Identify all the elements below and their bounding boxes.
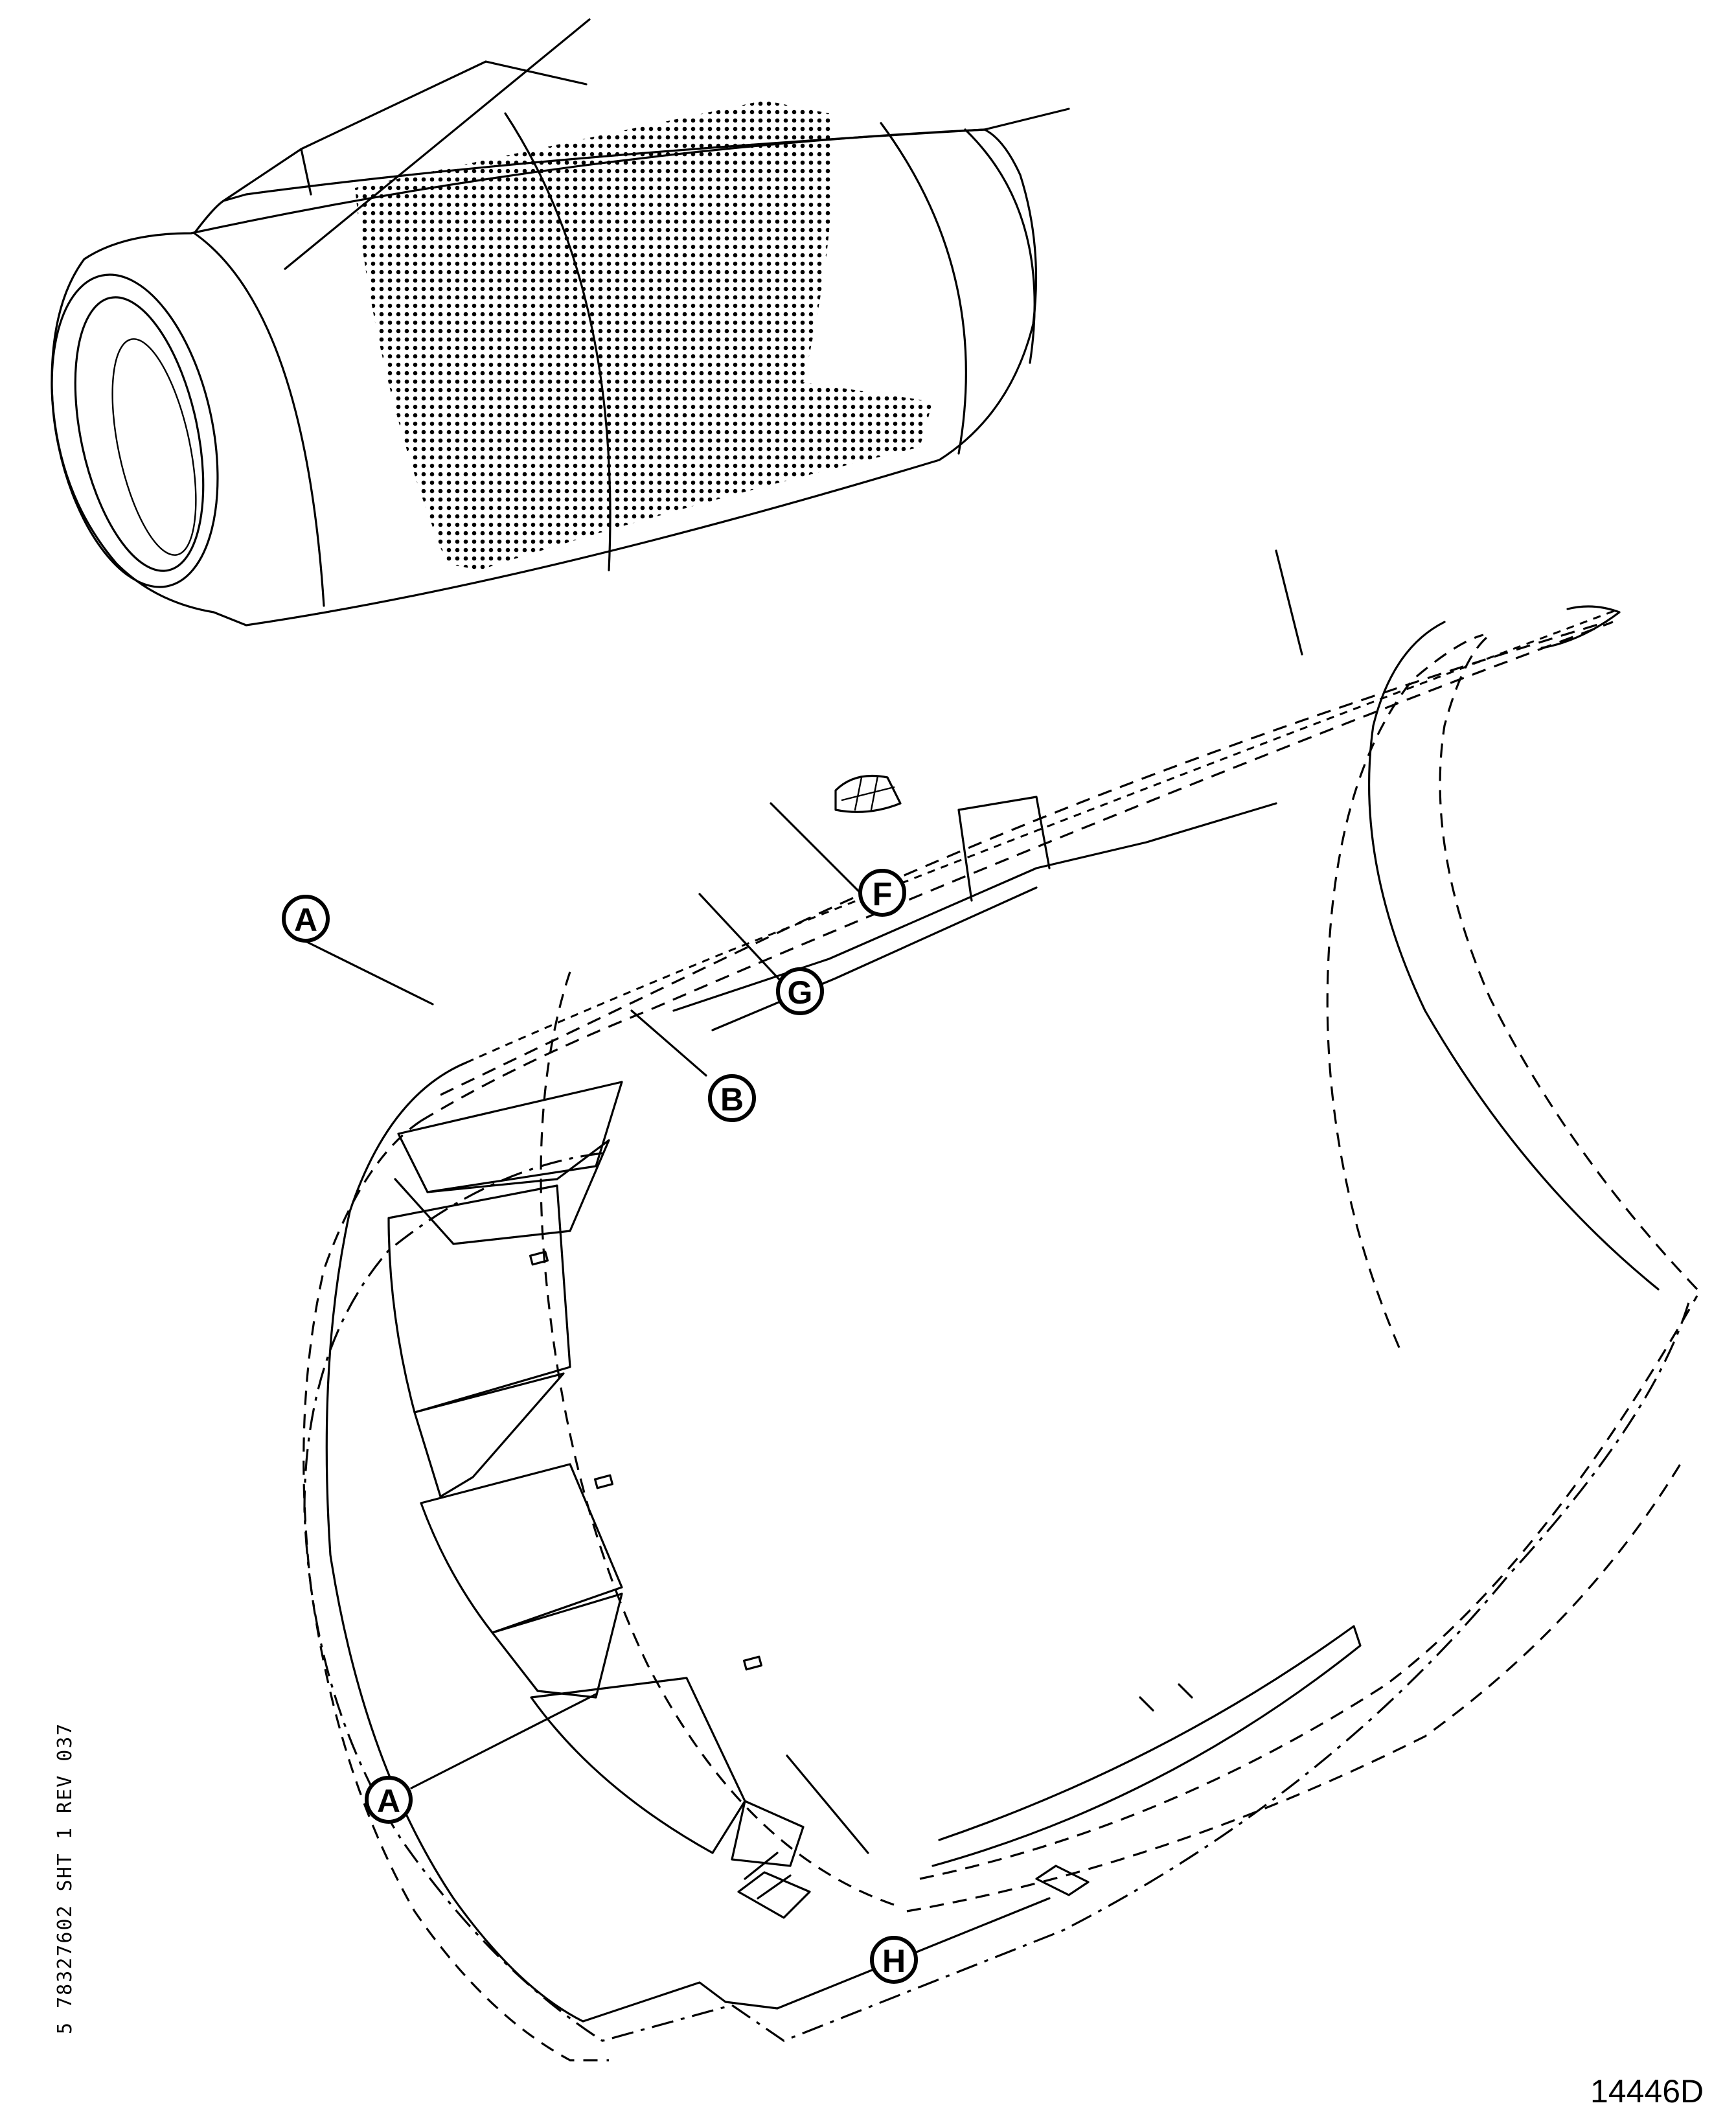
leader-g xyxy=(698,893,792,993)
top-dashed-inner xyxy=(466,608,1620,1064)
acoustic-panel-2b xyxy=(413,1372,565,1498)
leader-a-lower xyxy=(410,1693,597,1789)
callout-letter: A xyxy=(377,1783,400,1819)
slot-mark-1 xyxy=(529,1250,549,1266)
acoustic-panel-1b xyxy=(394,1139,610,1245)
aft-edge-solid xyxy=(1367,621,1660,1291)
bottom-rail xyxy=(931,1625,1362,1867)
inlet-throat xyxy=(111,338,197,556)
aft-edge-dashed-1 xyxy=(1326,634,1484,1348)
fitting-f xyxy=(834,775,902,813)
hinge-beam-lower xyxy=(711,886,1038,1031)
apex-tip xyxy=(1540,605,1621,649)
callout-circle xyxy=(870,1936,918,1984)
forward-edge-line xyxy=(303,1120,609,2062)
callout-a-lower: A xyxy=(365,1776,413,1824)
callout-circle xyxy=(282,895,330,943)
exhaust-split xyxy=(964,128,1036,364)
callout-letter: A xyxy=(294,902,317,938)
callout-circle xyxy=(708,1074,756,1122)
acoustic-panel-4 xyxy=(530,1677,746,1854)
bottom-dashed-1 xyxy=(919,1295,1698,1880)
leader-b xyxy=(630,1009,707,1077)
inlet-cowl-split xyxy=(193,232,325,607)
bottom-tick-marks xyxy=(1139,1683,1193,1712)
leader-lines xyxy=(304,802,869,1854)
slot-mark-2 xyxy=(593,1474,614,1489)
callout-f: F xyxy=(858,869,906,917)
acoustic-panel-1 xyxy=(397,1081,623,1193)
figure-number: 14446D xyxy=(1590,2073,1704,2109)
inlet-lip-outer xyxy=(51,273,219,588)
callout-letter: G xyxy=(788,974,813,1011)
callout-b: B xyxy=(708,1074,756,1122)
acoustic-panel-3b xyxy=(491,1592,623,1699)
fan-cowl-detail xyxy=(303,549,1698,2062)
top-dashed-outer xyxy=(420,621,1614,1122)
callout-a-upper: A xyxy=(282,895,330,943)
fitting-f-detail xyxy=(841,775,895,811)
hinge-beam-upper xyxy=(672,802,1277,1012)
callout-circle xyxy=(776,967,824,1015)
callout-circle xyxy=(858,869,906,917)
leader-f xyxy=(770,802,863,895)
inner-boundary-dashed xyxy=(540,971,895,1906)
thrust-reverser-split xyxy=(880,122,967,455)
inlet-lip-inner xyxy=(74,296,205,572)
callout-g: G xyxy=(776,967,824,1015)
engine-nacelle-locator xyxy=(51,18,1070,626)
callout-letter: F xyxy=(873,876,893,912)
nacelle-top-edge xyxy=(193,128,986,235)
bottom-dashed-2 xyxy=(906,1457,1685,1913)
bottom-block xyxy=(1035,1865,1090,1896)
acoustic-panel-4b xyxy=(731,1800,805,1867)
latch-h-detail xyxy=(744,1852,792,1900)
pylon-rear-line xyxy=(983,108,1070,131)
callout-letter: H xyxy=(882,1943,906,1979)
latch-h-body xyxy=(737,1871,811,1919)
slot-mark-3 xyxy=(742,1655,763,1671)
drawing-reference-code: 5 78327602 SHT 1 REV 037 xyxy=(54,1723,76,2034)
callout-circle xyxy=(365,1776,413,1824)
leader-a-upper xyxy=(304,940,434,1005)
leader-h xyxy=(786,1754,869,1854)
fan-cowl-split xyxy=(504,112,611,571)
callout-letter: B xyxy=(720,1081,744,1118)
apex-frame xyxy=(1275,549,1303,656)
hinge-fitting xyxy=(957,796,1051,902)
callout-h: H xyxy=(870,1936,918,1984)
shaded-fan-cowl-area xyxy=(355,100,933,570)
aft-edge-dashed-2 xyxy=(1439,634,1698,1291)
strut-fairing xyxy=(222,60,588,202)
pylon-upper-line xyxy=(284,18,591,270)
forward-edge-solid xyxy=(325,1061,1051,2023)
